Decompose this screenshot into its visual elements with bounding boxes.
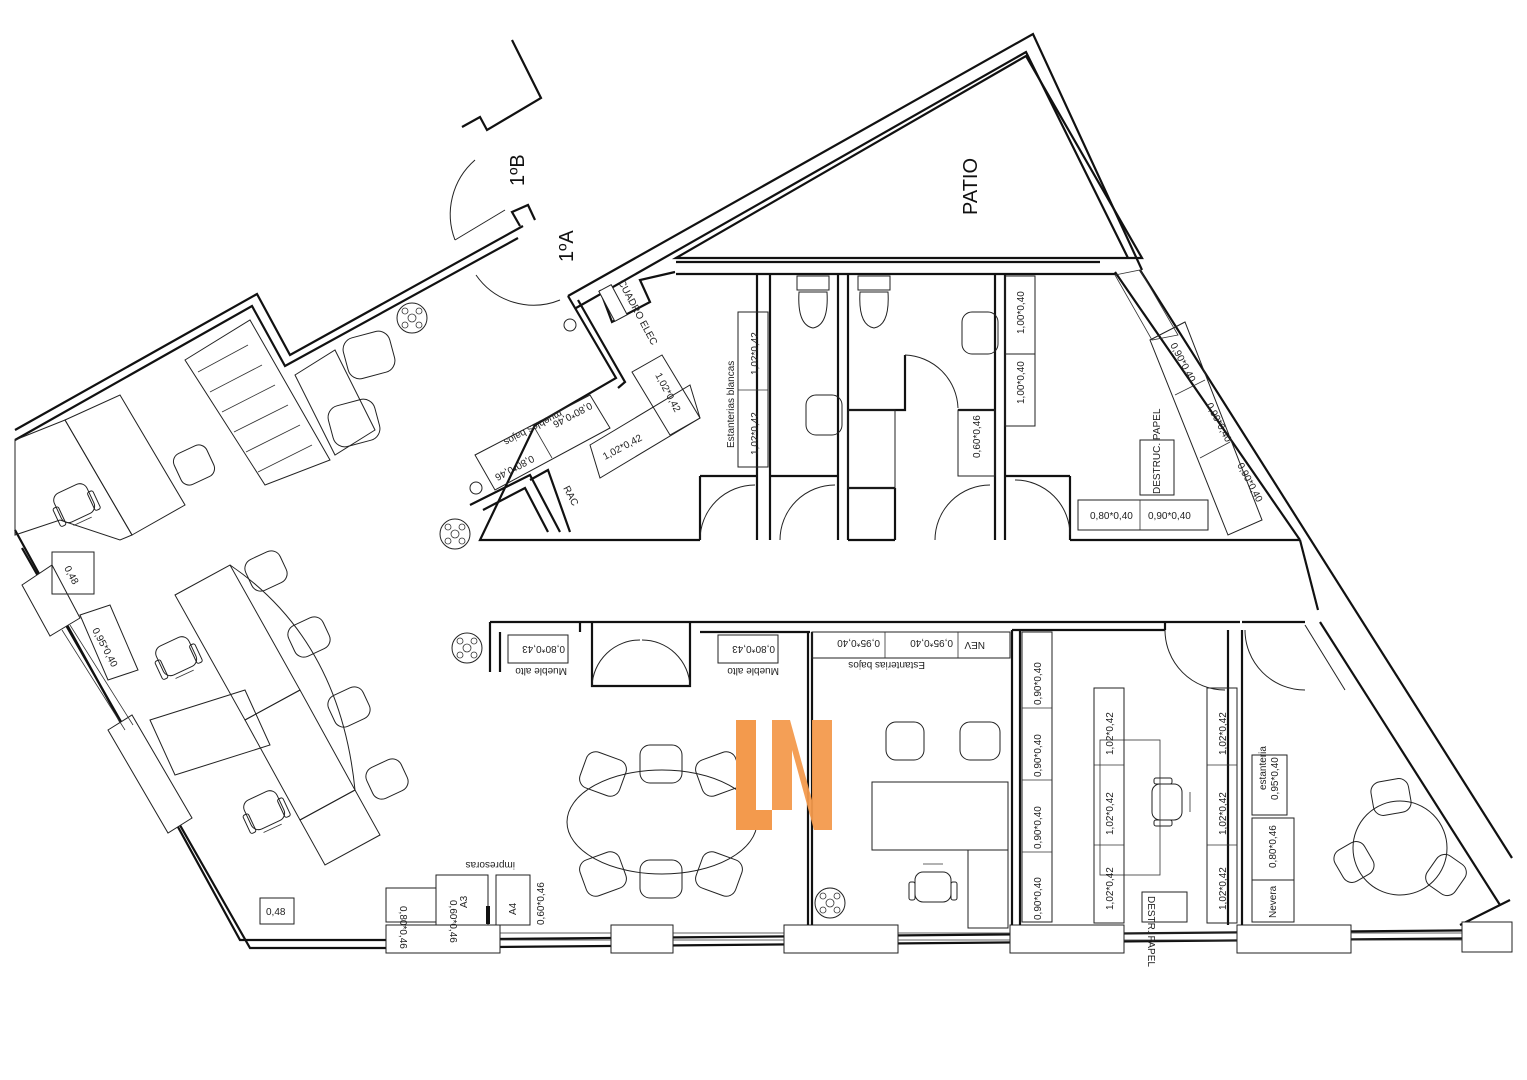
- mueble-alto-1-label: Mueble alto: [515, 665, 567, 676]
- dim-label: 0,95*0,40: [910, 637, 953, 648]
- dim-label: 1,02*0,42: [1105, 867, 1116, 910]
- destr-papel-label: DESTR. PAPEL: [1145, 896, 1156, 967]
- upper-room-furniture: [474, 269, 1263, 536]
- left-furniture: [14, 319, 381, 925]
- dim-label: 1,02*0,42: [652, 371, 682, 414]
- windows-left: [21, 564, 193, 834]
- dim-label: 0,90*0,40: [1148, 511, 1191, 522]
- meeting-room: [385, 634, 779, 926]
- office-2: [811, 631, 1011, 929]
- dim-label: 0,60*0,46: [447, 900, 458, 943]
- dim-label: 1,02*0,42: [1218, 867, 1229, 910]
- dim-label: 0,90*0,40: [1167, 341, 1197, 384]
- dim-label: 0,80*0,40: [1090, 511, 1133, 522]
- dimension-labels: 0,80*0,46 0,80*0,46 1,02*0,42 1,02*0,42 …: [61, 291, 1281, 950]
- dim-label: 0,90*0,40: [1033, 877, 1044, 920]
- windows-bottom: [385, 921, 1513, 954]
- dim-label: 1,02*0,42: [750, 412, 761, 455]
- dim-label: 0,60*0,46: [536, 882, 547, 925]
- doors-upper: [449, 159, 1071, 541]
- dim-label: 1,02*0,42: [1105, 712, 1116, 755]
- a4-label: A4: [508, 902, 519, 915]
- dim-label: 1,02*0,42: [1218, 792, 1229, 835]
- estanterias-bajos-label: Estanterias bajos: [848, 659, 925, 670]
- dim-label: 0,90*0,40: [1033, 734, 1044, 777]
- dim-label: 0,80*0,46: [492, 452, 535, 482]
- office-4: [1251, 754, 1467, 923]
- estanterias-blancas-label: Estanterias blancas: [726, 361, 737, 448]
- dim-label: 0,95*0,40: [1270, 757, 1281, 800]
- destruc-papel-label: DESTRUC. PAPEL: [1152, 408, 1163, 494]
- dim-label: 0,48: [61, 564, 80, 587]
- dim-label: 1,02*0,42: [601, 433, 644, 463]
- dim-label: 0,80*0,43: [732, 643, 775, 654]
- dim-label: 0,90*0,40: [1033, 806, 1044, 849]
- unit-1a-label: 1ºA: [556, 230, 578, 262]
- interior-walls-upper: [469, 260, 1300, 542]
- plants: [396, 302, 846, 919]
- rac-label: RAC: [560, 484, 580, 508]
- dim-label: 1,02*0,42: [1218, 712, 1229, 755]
- estanteria-label: estanteria: [1258, 746, 1269, 790]
- dim-label: 1,02*0,42: [1105, 792, 1116, 835]
- dim-label: 0,80*0,46: [397, 906, 408, 949]
- dim-label: 0,80*0,43: [522, 643, 565, 654]
- muebles-bajos-label: muebles bajos: [502, 407, 564, 447]
- dim-label: 1,00*0,40: [1016, 291, 1027, 334]
- doors-lower: [591, 624, 1346, 691]
- impresoras-label: impresoras: [466, 859, 515, 870]
- dim-label: 0,80*0,46: [1268, 825, 1279, 868]
- interior-walls-lower: [488, 620, 1305, 925]
- dim-label: 1,02*0,42: [750, 332, 761, 375]
- watermark-logo: [736, 720, 832, 830]
- office-chairs: [52, 483, 1191, 903]
- a3-label: A3: [459, 895, 470, 908]
- office-3: [1021, 631, 1238, 924]
- unit-1b-label: 1ºB: [507, 154, 529, 186]
- dim-label: 0,95*0,40: [837, 637, 880, 648]
- patio-label: PATIO: [960, 158, 982, 215]
- dim-label: 0,90*0,40: [1033, 662, 1044, 705]
- nev-label: NEV: [964, 639, 985, 650]
- dim-label: 1,00*0,40: [1016, 361, 1027, 404]
- nevera-label: Nevera: [1268, 885, 1279, 918]
- dim-label: 0,48: [266, 907, 286, 918]
- armchairs: [172, 311, 999, 800]
- mueble-alto-2-label: Mueble alto: [727, 665, 779, 676]
- dim-label: 0,60*0,46: [972, 415, 983, 458]
